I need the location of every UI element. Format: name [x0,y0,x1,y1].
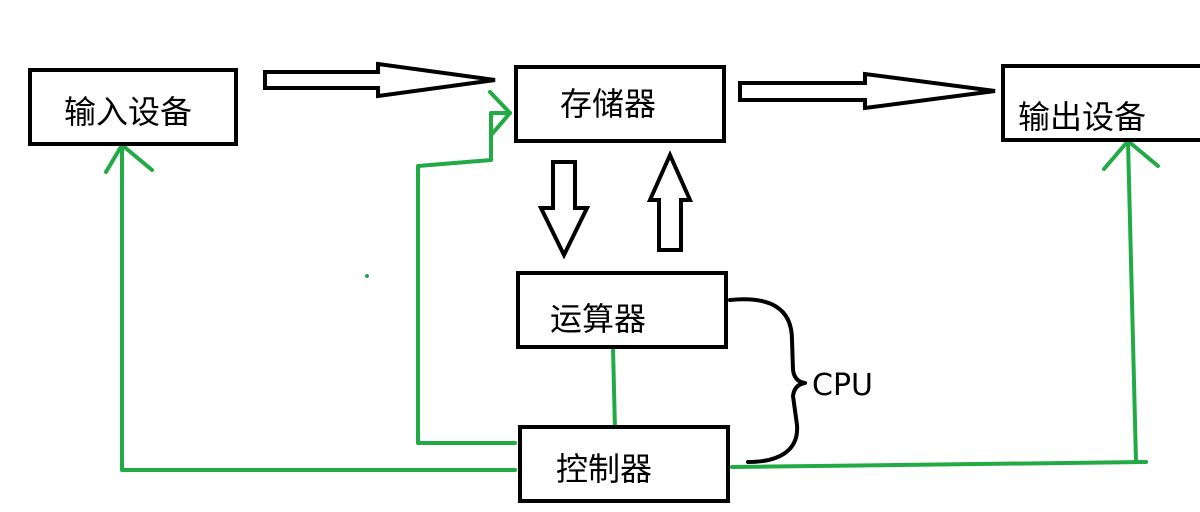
alu-label: 运算器 [550,300,646,338]
control-line-alu [611,346,617,432]
control-arrowhead-input [104,143,154,174]
controller-label: 控制器 [556,450,652,488]
cpu-label: CPU [812,368,873,403]
control-arrowhead-memory [488,90,512,136]
arrow-memory-to-output [738,71,996,111]
control-arrowhead-output [1102,139,1160,171]
control-line-to-memory [416,111,517,445]
memory-label: 存储器 [560,85,656,123]
alu-box: 运算器 [516,271,728,349]
control-line-to-output-vertical [1126,139,1138,464]
memory-box: 存储器 [514,65,726,143]
controller-box: 控制器 [518,425,730,503]
control-line-to-output [730,460,1148,469]
control-line-to-input [120,143,517,472]
stray-dot [365,274,369,278]
input-device-box: 输入设备 [28,68,238,146]
arrow-memory-to-alu [537,160,591,260]
arrow-alu-to-memory [646,150,694,252]
input-device-label: 输入设备 [64,93,192,131]
arrow-input-to-memory [263,61,496,99]
cpu-brace [728,297,807,464]
output-device-box: 输出设备 [1001,64,1200,142]
output-device-label: 输出设备 [1018,98,1146,136]
